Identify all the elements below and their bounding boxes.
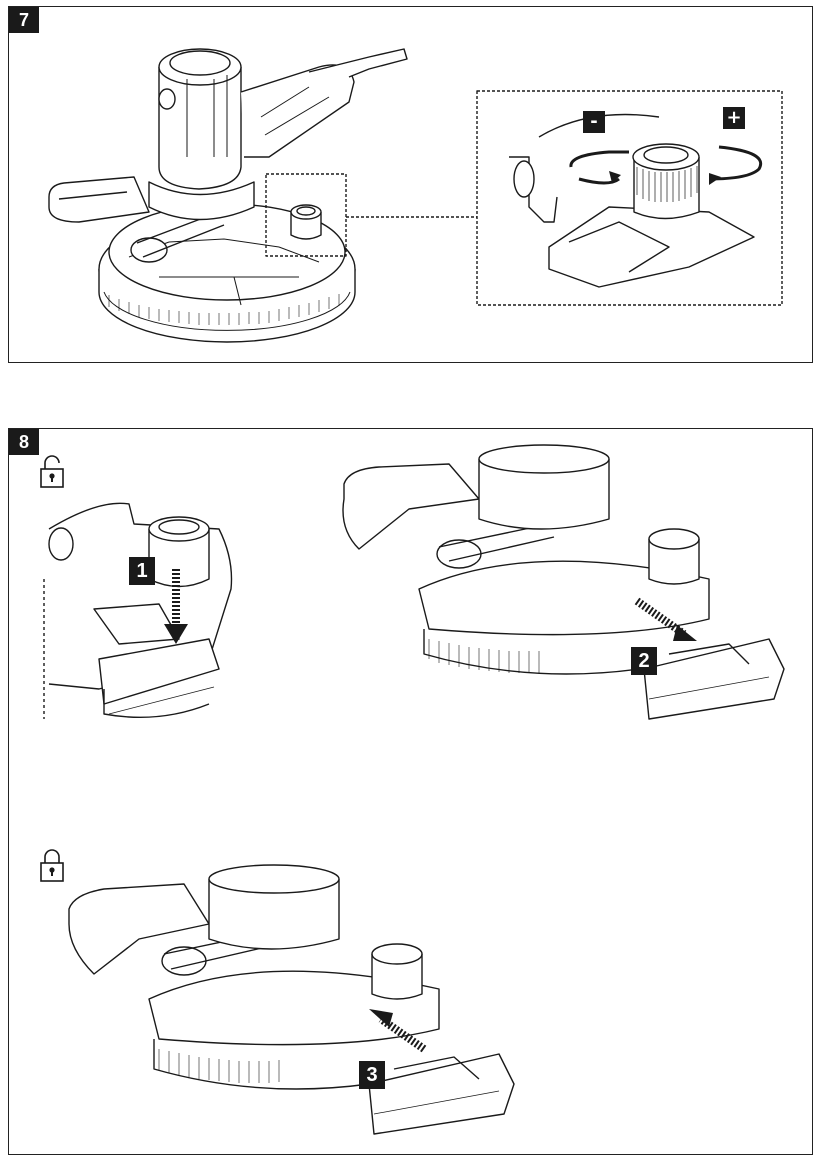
rotation-arrows — [569, 145, 763, 185]
step-2-badge: 2 — [631, 647, 657, 675]
step2-sander — [342, 444, 785, 720]
figure-number: 7 — [9, 7, 39, 33]
figure-8-illustration — [40, 444, 785, 1135]
detail-marker — [265, 173, 347, 257]
inset-knob-detail — [509, 113, 755, 288]
step3-arrow-head — [369, 1009, 393, 1027]
decrease-sign-badge: - — [583, 111, 605, 133]
step-3-badge: 3 — [359, 1061, 385, 1089]
step-1-badge: 1 — [129, 557, 155, 585]
figure-7-illustration — [48, 48, 783, 343]
step3-sander — [68, 864, 515, 1135]
step2-arrow-head — [673, 625, 697, 641]
sander-base — [98, 203, 356, 343]
padlock-unlocked-icon — [40, 455, 64, 488]
step1-guard-partial — [43, 502, 233, 719]
step1-arrow-head — [164, 624, 188, 644]
detail-inset-frame — [476, 90, 783, 306]
rear-handle — [240, 48, 408, 158]
brush-bristles — [108, 294, 340, 325]
figure-number: 8 — [9, 429, 39, 455]
increase-sign-badge: + — [723, 107, 745, 129]
padlock-locked-icon — [40, 849, 64, 882]
figure-7-panel: 7 — [8, 6, 813, 363]
figure-8-panel: 8 — [8, 428, 813, 1155]
adjustment-knob-small — [290, 204, 322, 240]
motor-housing — [148, 48, 255, 221]
front-handle — [48, 176, 225, 263]
